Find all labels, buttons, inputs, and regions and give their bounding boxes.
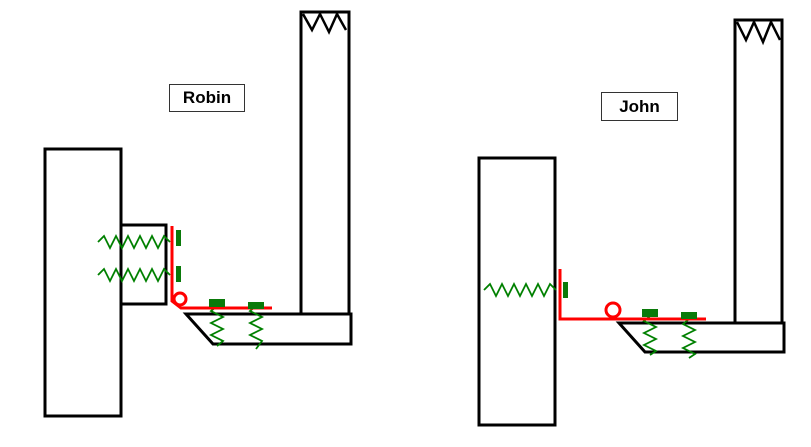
right-assembly (477, 18, 786, 427)
right-pad-foot-a (642, 309, 658, 317)
right-red-rod (558, 269, 706, 321)
right-pivot-circle (604, 301, 622, 319)
right-arm-break-zigzag (735, 18, 782, 46)
right-base-block (477, 156, 557, 427)
left-pad-lower (176, 266, 181, 282)
label-john: John (601, 92, 678, 121)
right-foot-platform (615, 321, 786, 354)
left-pad-foot-b (248, 302, 264, 309)
left-pad-upper (176, 230, 181, 246)
right-spring-vertical-b (680, 318, 698, 359)
left-spring-vertical-b (247, 305, 265, 350)
left-red-rod (170, 226, 272, 310)
right-vertical-arm (733, 18, 784, 323)
right-pad-foot-b (681, 312, 697, 319)
right-pad-side (563, 282, 568, 298)
left-spring-vertical-a (208, 305, 226, 347)
right-spring-vertical-a (641, 315, 659, 356)
left-pivot-circle (172, 291, 188, 307)
left-spring-upper (97, 233, 171, 251)
left-mount-block (119, 223, 168, 306)
left-foot-platform (182, 312, 353, 346)
left-assembly (43, 10, 353, 418)
left-spring-lower (97, 266, 171, 284)
left-arm-break-zigzag (301, 11, 348, 35)
right-spring-horizontal (483, 281, 557, 299)
left-pad-foot-a (209, 299, 225, 307)
left-vertical-arm (299, 10, 351, 314)
left-base-block (43, 147, 123, 418)
label-robin: Robin (169, 84, 245, 112)
